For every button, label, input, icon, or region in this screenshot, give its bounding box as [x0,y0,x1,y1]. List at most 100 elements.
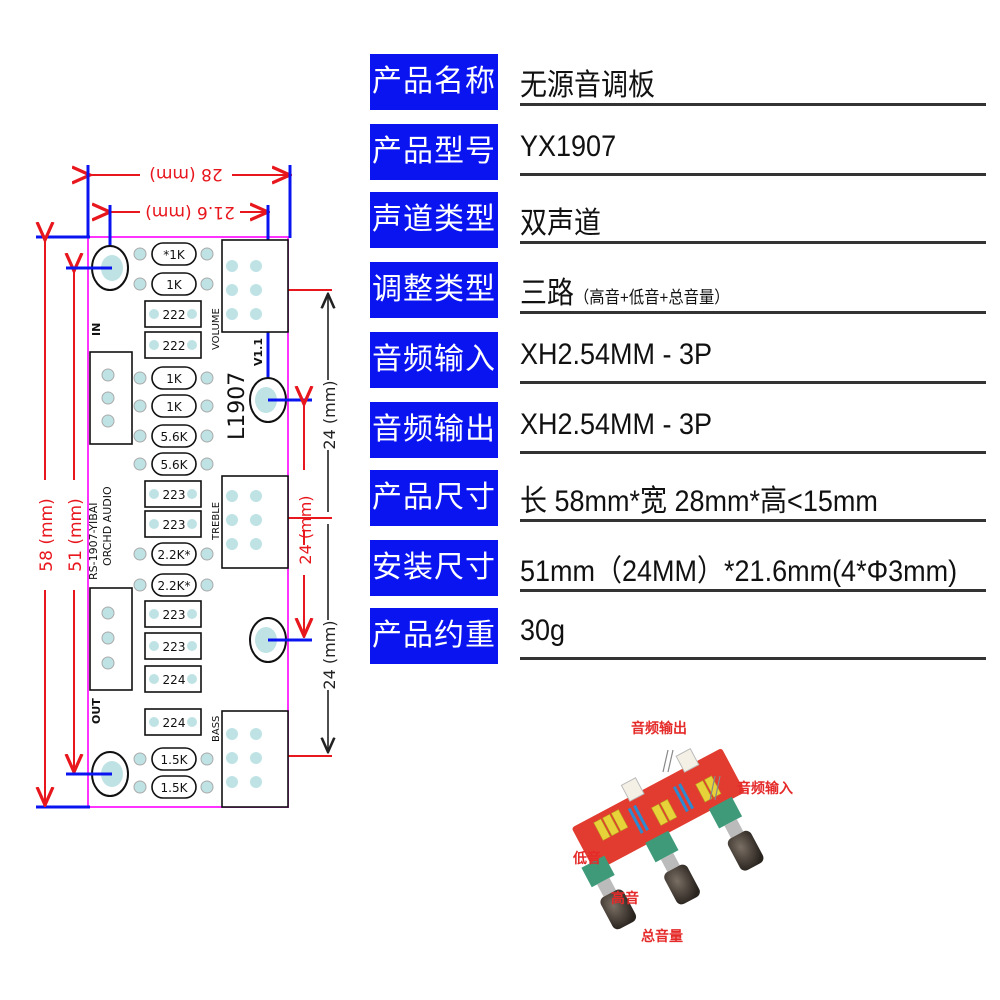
spec-value-note: （高音+低音+总音量） [574,288,730,307]
capacitor: 223 [144,600,202,628]
component-value: 223 [163,518,186,532]
resistor: 2.2K* [133,573,214,597]
spec-label: 音频输出 [370,402,498,458]
pot-footprint-bass [221,710,289,808]
component-value: 1K [166,400,183,414]
capacitor: 223 [144,510,202,538]
photo-label-input: 音频输入 [737,781,793,797]
pot-footprint-volume [221,239,289,333]
silk-text-line1: RS-1907-YIBAI [87,502,100,580]
component-value: 1K [166,372,183,386]
spec-value-text: 51mm（24MM）*21.6mm(4*Φ3mm) [520,555,958,588]
spec-row: 产品约重 30g [370,608,986,664]
spec-value: XH2.54MM - 3P [520,338,712,372]
resistor: 2.2K* [133,542,214,566]
spec-underline [520,311,986,314]
dim-label-24-red: 24 (mm) [296,495,315,564]
component-value: 2.2K* [158,579,191,593]
resistor: 5.6K [133,452,214,476]
product-photo: 音频输出 音频输入 低音 高音 总音量 [545,712,795,952]
component-value: 1.5K [161,781,189,795]
dim-label-51: 51 (mm) [66,498,86,571]
spec-label: 音频输入 [370,332,498,388]
resistor: 1.5K [133,747,214,771]
silk-label-treble: TREBLE [211,502,222,541]
silk-label-volume: VOLUME [211,308,222,350]
spec-value-text: 双声道 [520,207,601,240]
capacitor: 222 [144,331,202,359]
capacitor: 222 [144,300,202,328]
dim-label-21-6: 21.6 (mm) [145,202,235,222]
photo-label-bass: 低音 [573,851,601,867]
dim-label-28: 28 (mm) [149,164,222,184]
spec-row: 调整类型三路（高音+低音+总音量） [370,262,986,318]
spec-row: 音频输出 XH2.54MM - 3P [370,402,986,458]
photo-label-treble: 高音 [611,891,639,907]
dim-label-58: 58 (mm) [37,498,57,571]
spec-value: 长 58mm*宽 28mm*高<15mm [520,476,878,520]
spec-underline [520,381,986,384]
spec-value-text: 长 58mm*宽 28mm*高<15mm [520,485,878,518]
spec-label: 产品约重 [370,608,498,664]
resistor: 5.6K [133,424,214,448]
spec-row: 音频输入 XH2.54MM - 3P [370,332,986,388]
component-value: 222 [163,308,186,322]
spec-underline [520,451,986,454]
spec-value: 双声道 [520,198,601,242]
silk-label-in: IN [90,323,103,336]
component-value: 223 [163,640,186,654]
dim-label-24-lower: 24 (mm) [320,620,339,689]
component-value: 5.6K [161,458,189,472]
component-value: 2.2K* [158,548,191,562]
spec-underline [520,103,986,106]
spec-underline [520,241,986,244]
spec-row: 产品名称无源音调板 [370,54,986,110]
photo-label-volume: 总音量 [641,929,683,945]
capacitor: 223 [144,480,202,508]
silk-model: L1907 [225,372,250,440]
component-value: 224 [163,716,186,730]
pcb-dimension-diagram: 28 (mm) 21.6 (mm) 58 (mm) 51 (mm) 24 (mm… [0,163,339,809]
capacitor: 224 [144,665,202,693]
spec-label: 声道类型 [370,192,498,248]
spec-label: 产品尺寸 [370,470,498,526]
spec-value: YX1907 [520,130,616,164]
spec-row: 产品尺寸长 58mm*宽 28mm*高<15mm [370,470,986,526]
resistor: 1K [133,366,214,390]
spec-label: 安装尺寸 [370,540,498,596]
spec-label: 产品名称 [370,54,498,110]
spec-value: 无源音调板 [520,60,655,104]
spec-value: 三路（高音+低音+总音量） [520,268,730,312]
silk-label-out: OUT [90,698,103,724]
resistor: 1K [133,394,214,418]
resistor: 1.5K [133,775,214,799]
spec-row: 安装尺寸 51mm（24MM）*21.6mm(4*Φ3mm) [370,540,986,596]
component-value: 1.5K [161,753,189,767]
spec-label: 调整类型 [370,262,498,318]
spec-value-text: 30g [520,614,566,647]
spec-row: 声道类型双声道 [370,192,986,248]
silk-version: V1.1 [252,338,265,366]
spec-row: 产品型号 YX1907 [370,124,986,180]
spec-underline [520,657,986,660]
spec-value-text: XH2.54MM - 3P [520,338,713,371]
spec-value: XH2.54MM - 3P [520,408,712,442]
component-value: 224 [163,673,186,687]
spec-value: 51mm（24MM）*21.6mm(4*Φ3mm) [520,546,957,590]
pot-footprint-treble [221,475,289,569]
capacitor: 224 [144,708,202,736]
component-value: 223 [163,488,186,502]
spec-underline [520,173,986,176]
board-illustration [572,748,764,930]
spec-value-text: YX1907 [520,130,617,163]
dim-label-24-upper: 24 (mm) [320,380,339,449]
photo-label-output: 音频输出 [631,721,687,737]
spec-underline [520,589,986,592]
silk-label-bass: BASS [211,716,222,742]
component-value: 222 [163,339,186,353]
spec-underline [520,519,986,522]
component-value: *1K [163,248,186,262]
spec-label: 产品型号 [370,124,498,180]
spec-value-text: XH2.54MM - 3P [520,408,713,441]
connector-out [89,587,133,691]
